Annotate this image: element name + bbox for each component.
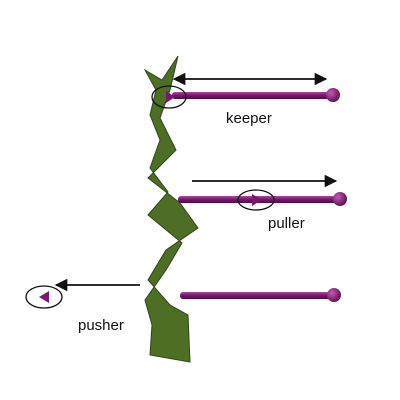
pusher-label: pusher [78, 317, 124, 334]
puller-label: puller [268, 215, 305, 232]
keeper-motor: keeper [151, 72, 340, 127]
puller-rod-head [333, 192, 347, 206]
pusher-rod [180, 292, 332, 299]
keeper-direction-triangle [166, 91, 175, 103]
puller-direction-triangle [252, 194, 262, 206]
pusher-rod-head [327, 288, 341, 302]
keeper-rod-head [326, 88, 340, 102]
filament-shape [143, 55, 199, 363]
keeper-marker-ellipse [151, 85, 187, 109]
pusher-marker-ellipse [25, 285, 63, 309]
keeper-label: keeper [226, 110, 272, 127]
keeper-rod [172, 92, 332, 99]
pusher-direction-triangle [39, 291, 49, 303]
puller-marker-ellipse [237, 189, 275, 211]
puller-motor: puller [178, 174, 347, 232]
pusher-motor: pusher [25, 278, 341, 334]
